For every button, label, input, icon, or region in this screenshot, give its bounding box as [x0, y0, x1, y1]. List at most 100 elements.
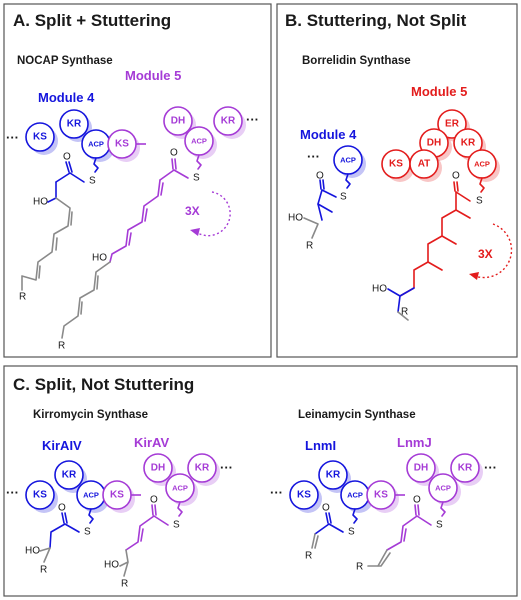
ks-domain	[25, 122, 55, 152]
svg-text:O: O	[150, 495, 158, 506]
panel-a-subtitle: NOCAP Synthase	[17, 55, 113, 67]
svg-text:KR: KR	[62, 470, 77, 481]
svg-text:S: S	[348, 527, 355, 538]
panel-b-module4: ACP	[333, 145, 366, 178]
svg-text:HO: HO	[92, 253, 107, 264]
svg-text:HO: HO	[33, 197, 48, 208]
panel-b-title: B. Stuttering, Not Split	[285, 11, 467, 30]
svg-text:R: R	[356, 562, 363, 573]
lnm-dots-left: ···	[270, 485, 283, 500]
panel-a-repeat: 3X	[185, 191, 231, 237]
svg-text:KS: KS	[33, 490, 47, 501]
panel-a-module5-ks: KS	[107, 129, 146, 162]
svg-text:KS: KS	[374, 490, 388, 501]
panel-b-repeat: 3X	[469, 223, 513, 280]
svg-text:R: R	[19, 292, 26, 303]
lnm-module-b-ks: KS	[366, 480, 405, 513]
svg-text:O: O	[452, 171, 460, 182]
svg-text:KR: KR	[326, 470, 341, 481]
panel-c-right-subtitle: Leinamycin Synthase	[298, 409, 416, 421]
ks-domain-label: KS	[33, 132, 47, 143]
lnm-chain-b: S O R	[356, 495, 446, 573]
svg-text:HO: HO	[372, 284, 387, 295]
dh-domain	[163, 106, 193, 136]
svg-text:KR: KR	[458, 463, 473, 474]
lnm-chain-a: S O R	[305, 503, 358, 562]
lnm-dots-right: ···	[484, 460, 497, 475]
panel-b-subtitle: Borrelidin Synthase	[302, 55, 411, 67]
lnm-a-label: LnmI	[305, 438, 336, 453]
svg-text:AT: AT	[418, 159, 431, 170]
svg-text:ACP: ACP	[191, 137, 207, 146]
dh-domain-label: DH	[171, 116, 185, 127]
acp-domain-label: ACP	[88, 140, 104, 149]
svg-text:R: R	[40, 565, 47, 576]
svg-text:R: R	[305, 551, 312, 562]
svg-text:DH: DH	[427, 138, 441, 149]
panel-a-repeat-label: 3X	[185, 204, 200, 218]
svg-text:R: R	[58, 341, 65, 352]
kr-domain	[453, 128, 483, 158]
svg-text:KS: KS	[110, 490, 124, 501]
panel-a-frame	[3, 3, 272, 358]
panel-a-module4-label: Module 4	[38, 90, 95, 105]
svg-text:O: O	[58, 503, 66, 514]
svg-text:HO: HO	[25, 546, 40, 557]
svg-text:KR: KR	[461, 138, 476, 149]
panel-b-chain-module4: S O HO R	[288, 171, 351, 252]
panel-a-module5: DH ACP KR	[163, 106, 246, 159]
panel-a-title: A. Split + Stuttering	[13, 11, 171, 30]
svg-text:ACP: ACP	[435, 484, 451, 493]
panel-b-dots: ···	[307, 149, 320, 164]
svg-text:ACP: ACP	[340, 156, 356, 165]
panel-c-left-subtitle: Kirromycin Synthase	[33, 409, 148, 421]
panel-b-repeat-label: 3X	[478, 247, 493, 261]
svg-text:HO: HO	[288, 213, 303, 224]
svg-text:ACP: ACP	[83, 491, 99, 500]
svg-text:S: S	[89, 176, 96, 187]
svg-text:S: S	[340, 192, 347, 203]
panel-b-frame	[276, 3, 518, 358]
svg-text:S: S	[84, 527, 91, 538]
panel-b-module5-label: Module 5	[411, 84, 467, 99]
svg-text:KR: KR	[195, 463, 210, 474]
lnm-b-label: LnmJ	[397, 435, 432, 450]
kir-chain-a: S O HO R	[25, 503, 94, 576]
panel-c-title: C. Split, Not Stuttering	[13, 375, 194, 394]
svg-text:ER: ER	[445, 119, 460, 130]
kir-module-b: DH ACP KR	[143, 453, 220, 506]
kr-domain	[59, 109, 89, 139]
at-domain	[409, 149, 439, 179]
panel-a-dots-left: ···	[6, 130, 19, 145]
svg-text:R: R	[401, 307, 408, 318]
lnm-module-a: KS KR ACP	[289, 460, 373, 513]
kir-dots-left: ···	[6, 485, 19, 500]
kir-module-b-ks: KS	[102, 480, 141, 513]
kir-a-label: KirAIV	[42, 438, 82, 453]
panel-a-chain-module5: S O HO R	[58, 148, 202, 352]
svg-text:KS: KS	[115, 139, 129, 150]
svg-text:S: S	[173, 520, 180, 531]
panel-a-module5-label: Module 5	[125, 68, 181, 83]
panel-a-module4: KS KR ACP	[25, 109, 114, 162]
kir-dots-right: ···	[220, 460, 233, 475]
svg-text:ACP: ACP	[474, 160, 490, 169]
kir-module-a: KS KR ACP	[25, 460, 109, 513]
svg-text:KR: KR	[221, 116, 236, 127]
svg-text:ACP: ACP	[172, 484, 188, 493]
panel-a-dots-right: ···	[246, 112, 259, 127]
panel-a-chain-module4: S O HO R	[19, 152, 99, 303]
svg-text:S: S	[476, 196, 483, 207]
svg-text:ACP: ACP	[347, 491, 363, 500]
svg-text:HO: HO	[104, 560, 119, 571]
panel-b-chain-module5: S O HO R	[372, 171, 485, 321]
svg-text:S: S	[193, 173, 200, 184]
svg-text:R: R	[121, 579, 128, 590]
kr-domain	[213, 106, 243, 136]
panel-b-module5: ER DH KR KS AT ACP	[381, 109, 500, 182]
svg-text:DH: DH	[151, 463, 165, 474]
svg-text:O: O	[413, 495, 421, 506]
svg-text:O: O	[63, 152, 71, 163]
kir-b-label: KirAV	[134, 435, 169, 450]
